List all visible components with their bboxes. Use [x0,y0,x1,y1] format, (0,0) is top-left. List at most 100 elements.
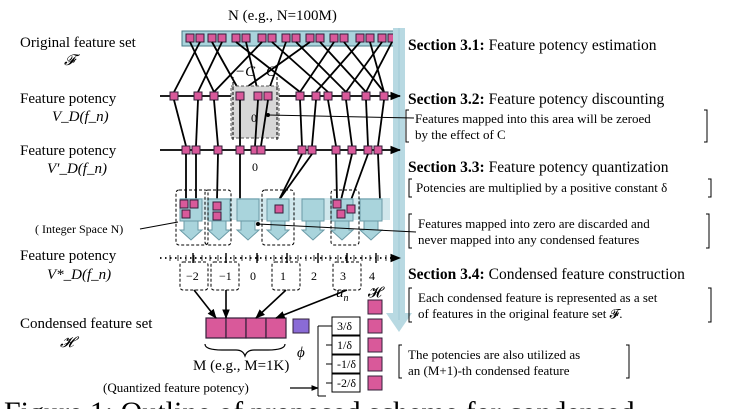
mapping-line [377,99,385,147]
mapping-line [254,99,259,147]
mapping-line [377,153,381,201]
tick-group [210,261,240,291]
mapping-lines-2 [173,99,385,147]
bucket-arrow [300,220,326,241]
mapping-line [365,99,369,147]
note-potencies-2: an (M+1)-th condensed feature [408,363,570,378]
potency-square [181,145,191,155]
potency-square [263,91,273,101]
potency-symbol-2: V′_D(f_n) [47,161,107,177]
bucket-arrow [206,220,232,241]
mapping-line [327,99,337,147]
potency-square [193,91,203,101]
original-feature-square [217,33,227,43]
axis-tick-label: 3 [340,269,346,283]
potency-square [323,91,333,101]
mapping-line [335,153,338,201]
original-feature-square [329,33,339,43]
potency-square [235,91,245,101]
note-zeroed-pointer [267,114,415,119]
bucket-arrow [358,220,384,241]
axis-tick-label: 4 [369,269,375,283]
mapping-line [235,41,301,93]
note-discarded-2: never mapped into any condensed features [418,232,639,247]
bucket-group [204,189,232,246]
mapping-line [295,41,347,93]
potency-square [209,91,219,101]
construct-arrow [193,289,217,319]
original-feature-square [241,33,251,43]
mapping-line [213,41,263,93]
mapping-line [197,41,223,93]
zero-label-2: 0 [252,160,258,174]
potency-value-column: 3/δ1/δ-1/δ-2/δ [326,299,383,393]
mapping-line [278,153,303,201]
potency-square [341,91,351,101]
n-label: N (e.g., N=100M) [228,8,337,24]
original-feature-square [365,33,375,43]
potency-square [295,91,305,101]
quantized-square [274,204,284,214]
original-feature-square [231,33,241,43]
potency-squares-2 [181,145,383,155]
condensed-set-symbol: 𝓗 [60,335,80,351]
condensed-feature [245,317,267,339]
section-3-3: Section 3.3:Feature potency quantization [408,159,669,176]
quantized-label: (Quantized feature potency) [103,380,249,395]
note-zeroed-2: by the effect of C [415,127,506,142]
original-feature-square [207,33,217,43]
mapping-line [216,153,219,201]
h-feature-square [367,318,383,334]
note-condensed-1: Each condensed feature is represented as… [418,290,658,305]
original-feature-square [291,33,301,43]
axis-tick-label: 0 [250,269,256,283]
potency-square [169,91,179,101]
quantized-square [212,211,222,221]
condensed-feature [225,317,247,339]
potency-square [235,145,245,155]
m-label: M (e.g., M=1K) [193,358,289,374]
section-3-2: Section 3.2:Feature potency discounting [408,91,665,108]
condensed-set-label: Condensed feature set [20,316,153,332]
quantized-square [336,209,346,219]
section-3-4: Section 3.4:Condensed feature constructi… [408,266,685,283]
mapping-line [213,99,219,147]
value-text: 3/δ [337,319,352,333]
axis-tick-label: −1 [219,269,232,283]
mapping-line [315,41,361,93]
bucket-arrow [235,220,261,241]
note-condensed-2: of features in the original feature set … [418,306,623,321]
original-set-symbol: 𝓕 [64,53,81,69]
condensed-feature [265,317,287,339]
value-text: 1/δ [337,338,352,352]
mapping-line [278,153,313,201]
mapping-line [350,153,369,201]
potency-square [307,145,317,155]
note-multiplied: Potencies are multiplied by a positive c… [416,180,667,195]
u-label: un [336,285,349,304]
tick-group [271,261,301,291]
mapping-lines-3 [185,153,381,201]
bucket-group [175,189,209,246]
condensed-feature [205,317,227,339]
quantized-square [346,204,356,214]
mapping-line [211,41,241,93]
potency-square [191,145,201,155]
potency-square [363,145,373,155]
axis-tick-label: −2 [186,269,199,283]
potency-square [297,145,307,155]
mapping-line [189,41,215,93]
potency-square [373,145,383,155]
original-feature-square [195,33,205,43]
figure-caption: Figure 1: Outline of proposed scheme for… [4,396,635,409]
quantized-square [332,199,342,209]
original-feature-square [281,33,291,43]
original-set-label: Original feature set [20,35,137,51]
mapping-line [271,41,329,93]
mapping-line [299,41,335,93]
section-3-1: Section 3.1:Feature potency estimation [408,37,657,54]
h-feature-square [367,337,383,353]
mapping-line [173,41,201,93]
mapping-line [260,99,269,147]
bucket-group [261,189,295,246]
